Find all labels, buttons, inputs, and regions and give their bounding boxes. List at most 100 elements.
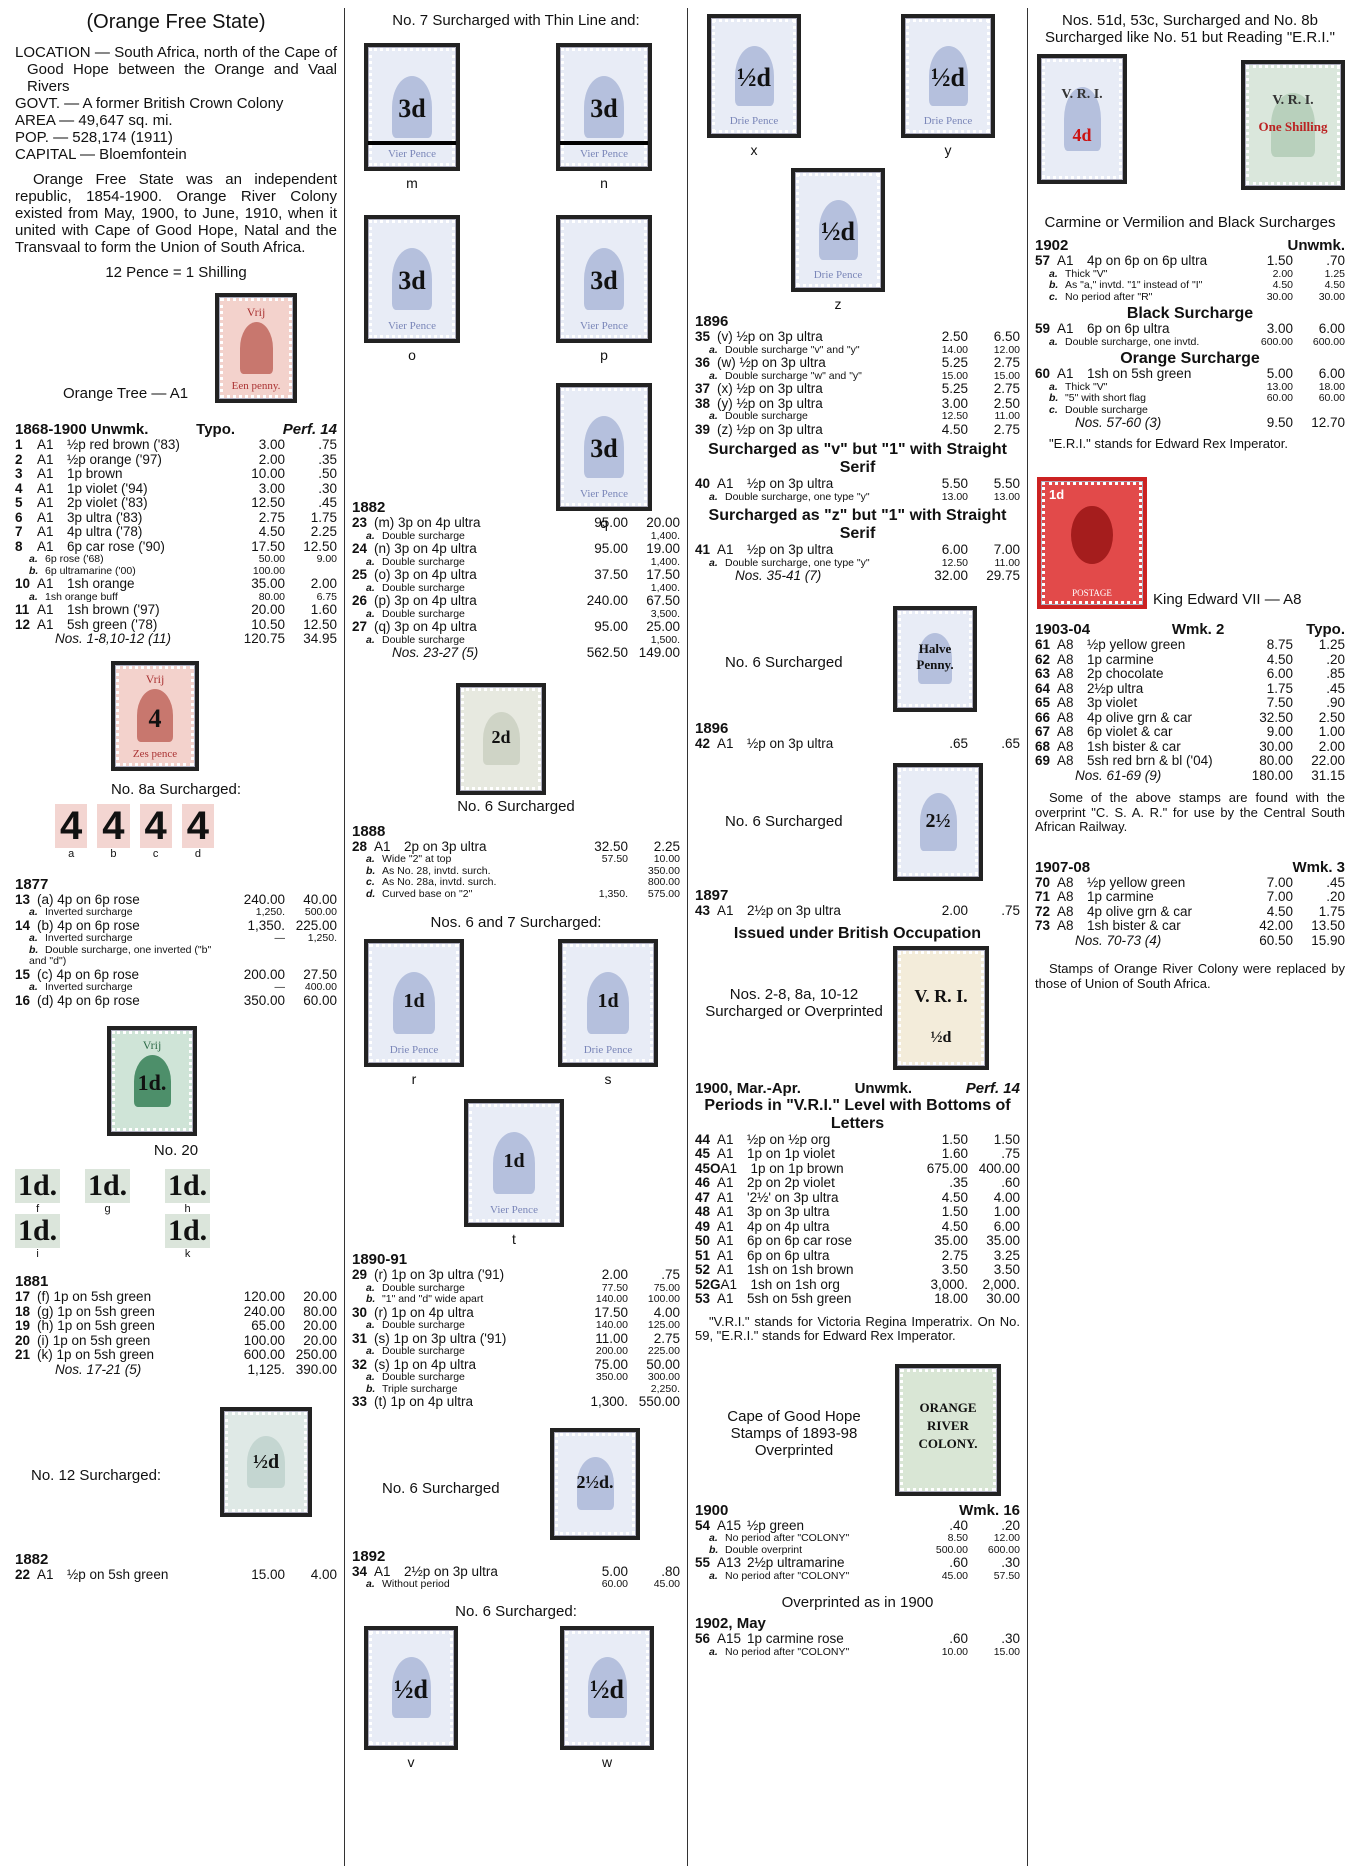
total-used: 29.75 bbox=[986, 568, 1020, 583]
sample-1d: 1d.f bbox=[15, 1169, 61, 1215]
row-mint: 675.00 bbox=[926, 1160, 968, 1176]
stamp-overprint: 1d bbox=[503, 1149, 525, 1172]
row-design: A8 bbox=[1057, 666, 1074, 681]
row-description: '2½' on 3p ultra bbox=[747, 1189, 839, 1205]
row-number: 59 bbox=[1035, 321, 1051, 336]
total-mint: 9.50 bbox=[1266, 415, 1293, 430]
row-description: 2½p ultramarine bbox=[747, 1555, 845, 1570]
sample-label: i bbox=[36, 1248, 39, 1260]
issue-wmk: Wmk. 16 bbox=[959, 1501, 1020, 1519]
row-number: 25 bbox=[352, 567, 368, 582]
year-1890: 1890-91 bbox=[352, 1251, 408, 1268]
row-description: 1sh bister & car bbox=[1087, 918, 1181, 933]
row-design: A13 bbox=[717, 1555, 742, 1570]
subrow-description: Double surcharge bbox=[382, 529, 465, 542]
row-design: A8 bbox=[1057, 724, 1074, 739]
row-number: 68 bbox=[1035, 738, 1051, 754]
stamp-letter: v bbox=[407, 1753, 415, 1770]
row-mint: 8.75 bbox=[1266, 637, 1293, 652]
subrow-description: Inverted surcharge bbox=[45, 906, 133, 918]
occupation-note: Nos. 2-8, 8a, 10-12 Surcharged or Overpr… bbox=[705, 985, 883, 1020]
subrow-description: 1sh orange buff bbox=[45, 590, 118, 603]
subrow-letter: c. bbox=[366, 876, 375, 888]
row-number: 53 bbox=[695, 1291, 711, 1306]
subrow-used: 600.00 bbox=[987, 1543, 1020, 1556]
total-label: Nos. 1-8,10-12 (11) bbox=[55, 631, 172, 646]
row-description: (c) 4p on 6p rose bbox=[37, 966, 140, 982]
subrow-description: As "a," invtd. "1" instead of "I" bbox=[1065, 279, 1203, 291]
issue-header-1903: 1903-04 Wmk. 2 Typo. bbox=[1035, 621, 1345, 638]
row-used: 5.50 bbox=[993, 476, 1020, 491]
subrow-used: 300.00 bbox=[647, 1371, 680, 1383]
sample-label: f bbox=[36, 1203, 40, 1215]
subrow-letter: a. bbox=[1049, 380, 1058, 393]
subrow-description: Wide "2" at top bbox=[382, 853, 452, 865]
row-used: 17.50 bbox=[646, 567, 680, 582]
subrow-mint: — bbox=[274, 981, 286, 993]
row-description: (x) ½p on 3p ultra bbox=[717, 381, 823, 396]
digit-label: b bbox=[110, 847, 117, 860]
row-description: (s) 1p on 3p ultra ('91) bbox=[374, 1330, 507, 1346]
row-used: 6.00 bbox=[993, 1218, 1020, 1234]
row-used: .30 bbox=[318, 480, 337, 496]
row-description: ½p yellow green bbox=[1087, 874, 1186, 890]
subrow-used: 1,400. bbox=[650, 555, 680, 568]
row-number: 17 bbox=[15, 1289, 31, 1304]
row-mint: .35 bbox=[949, 1175, 968, 1190]
subrow-used: 1,400. bbox=[650, 581, 680, 594]
row-used: 50.00 bbox=[646, 1356, 680, 1372]
row-used: 250.00 bbox=[295, 1347, 337, 1362]
subrow-used: 2,250. bbox=[650, 1382, 680, 1395]
stamp-letter: z bbox=[834, 296, 842, 312]
subrow-description: No period after "COLONY" bbox=[725, 1532, 850, 1544]
row-number: 14 bbox=[15, 917, 31, 933]
stamp-value: 1d bbox=[1049, 487, 1065, 502]
row-used: 550.00 bbox=[638, 1394, 680, 1409]
subrow-letter: a. bbox=[366, 529, 375, 542]
digit-glyph: 4 bbox=[55, 803, 88, 848]
stamp-overprint: 2d bbox=[491, 726, 511, 747]
subrow-used: 10.00 bbox=[653, 853, 680, 865]
row-design: A1 bbox=[37, 1567, 54, 1582]
subrow-letter: b. bbox=[1049, 392, 1059, 404]
row-design: A8 bbox=[1057, 651, 1074, 667]
digit-glyph: 4 bbox=[181, 803, 214, 848]
sample-1d: 1d.k bbox=[165, 1214, 211, 1260]
row-mint: 7.00 bbox=[1266, 889, 1293, 904]
row-design: A1 bbox=[717, 1146, 734, 1161]
a1-caption: Orange Tree — A1 bbox=[63, 385, 189, 402]
subrow-used: 400.00 bbox=[304, 981, 337, 993]
subrow-used: 45.00 bbox=[653, 1578, 680, 1590]
row-number: 1 bbox=[15, 437, 23, 452]
row-used: 2.00 bbox=[310, 576, 337, 591]
row-description: 1sh brown ('97) bbox=[67, 602, 160, 617]
row-design: A1 bbox=[717, 1131, 734, 1147]
subrow-letter: a. bbox=[366, 555, 375, 568]
stamp-2d-block: 2d bbox=[352, 682, 680, 798]
subrow-mint: 50.00 bbox=[258, 553, 285, 565]
row-mint: 35.00 bbox=[251, 576, 285, 591]
stamp-half-image: ½d bbox=[364, 1625, 458, 1750]
periods-heading: Periods in "V.R.I." Level with Bottoms o… bbox=[704, 1096, 1011, 1132]
row-number: 54 bbox=[695, 1517, 711, 1533]
row-description: 3p ultra ('83) bbox=[67, 509, 143, 525]
